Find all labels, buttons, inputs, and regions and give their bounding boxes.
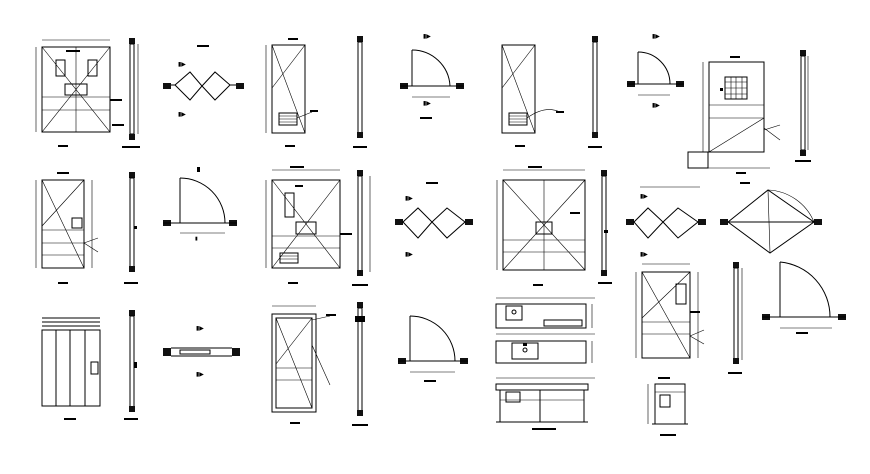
sink-counter-plan-1 [495,297,595,329]
svg-text:▮▶: ▮▶ [196,325,204,332]
door-section-1 [122,38,140,148]
single-swing-door-plan-6 [762,261,846,334]
svg-text:▮▶: ▮▶ [196,371,204,378]
svg-text:▮▶: ▮▶ [178,111,186,118]
glazed-door-elevation [271,305,336,424]
svg-text:▮▶: ▮▶ [178,61,186,68]
single-swing-door-plan-1: ▮▶ ▮▶ [400,33,464,119]
single-swing-door-plan-3: ▮ [163,167,237,242]
grid-window-door-elevation [687,56,781,174]
door-section-9 [352,302,368,426]
double-door-elevation-3 [496,166,586,286]
door-section-5 [124,172,138,284]
door-section-2 [353,36,367,148]
svg-text:▮: ▮ [195,236,198,242]
svg-text:▮▶: ▮▶ [640,193,648,200]
svg-text:▮▶: ▮▶ [652,102,660,109]
double-door-elevation-1 [35,39,124,147]
svg-text:▮▶: ▮▶ [640,251,648,258]
sliding-panel-door-elevation [41,317,101,420]
single-door-elevation-1 [35,172,99,284]
door-section-10 [728,262,743,374]
double-swing-door-plan-1: ▮▶ ▮▶ [163,45,244,118]
louvre-door-elevation-1 [265,38,318,147]
svg-text:▮▶: ▮▶ [405,251,413,258]
door-section-4 [795,50,811,162]
single-swing-door-plan-5 [398,315,468,382]
sink-counter-elevation [495,377,595,430]
double-door-elevation-2 [265,166,352,284]
double-swing-door-plan-3: ▮▶ ▮▶ [626,186,706,258]
single-door-elevation-2 [635,263,705,359]
sink-counter-plan-2 [495,333,595,364]
svg-text:▮▶: ▮▶ [652,33,660,40]
single-swing-door-plan-2: ▮▶ ▮▶ [627,33,684,109]
double-swing-door-plan-2: ▮▶ ▮▶ [395,182,473,258]
svg-text:▮▶: ▮▶ [423,33,431,40]
door-section-3 [588,36,602,148]
svg-text:▮▶: ▮▶ [405,195,413,202]
door-section-7 [598,170,612,284]
door-section-8 [124,310,138,420]
sliding-door-plan: ▮▶ ▮▶ [163,325,240,378]
single-swing-door-plan-4 [720,182,822,254]
svg-text:▮▶: ▮▶ [423,100,431,107]
door-section-6 [352,170,371,286]
cabinet-detail [647,377,688,436]
louvre-door-elevation-2 [501,44,564,147]
